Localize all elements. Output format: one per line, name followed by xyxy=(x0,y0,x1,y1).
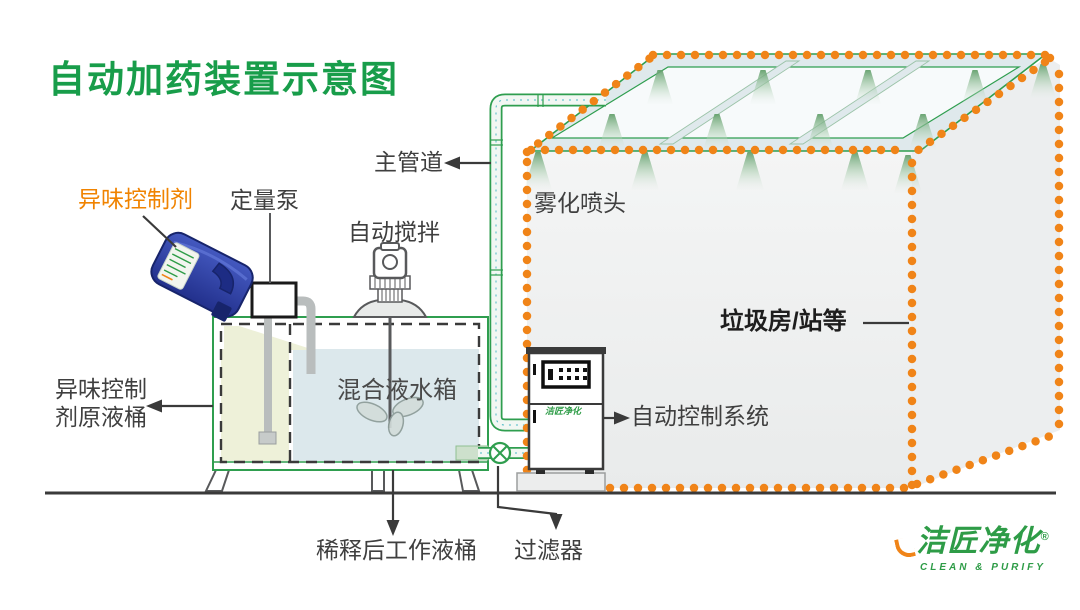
jug-cap xyxy=(211,301,232,322)
propeller-icon xyxy=(356,396,424,437)
label-raw-line1: 异味控制 xyxy=(55,376,147,402)
cabinet-handle xyxy=(533,410,536,423)
spray-nozzle-icon xyxy=(631,152,659,190)
spray-nozzles xyxy=(524,64,1056,193)
room-side-face xyxy=(912,57,1060,488)
label-filter: 过滤器 xyxy=(514,537,583,563)
cabinet-handle xyxy=(533,364,536,375)
label-raw-liquid-barrel: 异味控制 剂原液桶 xyxy=(55,375,147,431)
label-auto-stirring: 自动搅拌 xyxy=(348,219,440,245)
registered-mark: ® xyxy=(1040,531,1050,543)
tank-leg xyxy=(204,469,231,492)
cabinet-brand-text: 洁匠净化 xyxy=(545,406,582,416)
spray-nozzle-icon xyxy=(806,114,834,150)
main-riser-pipe xyxy=(489,93,606,432)
jug-leader-line xyxy=(142,215,177,248)
raw-liquid xyxy=(221,349,289,461)
label-main-pipeline: 主管道 xyxy=(374,149,443,175)
spray-nozzle-icon xyxy=(1030,64,1056,98)
label-diluted-working-barrel: 稀释后工作液桶 xyxy=(316,537,477,563)
logo-swash-icon xyxy=(894,536,916,560)
control-cabinet xyxy=(516,347,606,492)
label-metering-pump: 定量泵 xyxy=(230,187,299,213)
tank-leg xyxy=(371,469,385,492)
brand-logo: 洁匠净化® CLEAN & PURIFY xyxy=(894,516,1068,573)
page-title: 自动加药装置示意图 xyxy=(48,59,399,100)
label-garbage-room: 垃圾房/站等 xyxy=(720,308,847,335)
discharge-tube xyxy=(294,296,316,374)
leader-arrows xyxy=(142,156,909,536)
spray-nozzle-icon xyxy=(598,114,626,150)
label-auto-control-system: 自动控制系统 xyxy=(631,403,769,429)
spray-nozzle-icon xyxy=(855,70,881,104)
spray-nozzle-icon xyxy=(894,155,922,193)
label-atomizing-nozzle: 雾化喷头 xyxy=(534,190,626,216)
spray-nozzle-icon xyxy=(524,152,552,190)
spray-nozzle-icon xyxy=(703,114,731,150)
room-box xyxy=(527,57,1060,488)
brand-logo-tagline: CLEAN & PURIFY xyxy=(920,562,1046,573)
metering-pump xyxy=(250,213,316,445)
spray-nozzle-icon xyxy=(736,152,764,190)
spray-nozzle-icon xyxy=(647,70,673,104)
suction-tube xyxy=(264,317,272,433)
room-front-face xyxy=(527,150,912,488)
spray-nozzle-icon xyxy=(750,70,776,104)
spray-nozzle-icon xyxy=(841,152,869,190)
orange-dotted-outline xyxy=(522,50,1065,493)
brand-logo-name: 洁匠净化® xyxy=(894,516,1068,560)
jug-handle xyxy=(211,262,234,295)
label-odor-control-agent: 异味控制剂 xyxy=(78,186,193,212)
suction-foot xyxy=(258,431,277,445)
tank-inner-liner xyxy=(219,322,481,464)
stirrer-motor xyxy=(352,242,428,437)
pump-body xyxy=(250,281,298,319)
cabinet-pedestal xyxy=(516,472,606,492)
label-mixed-liquid-tank: 混合液水箱 xyxy=(337,377,457,404)
chemical-jug xyxy=(150,231,254,322)
mixed-liquid xyxy=(293,349,479,461)
label-raw-line2: 剂原液桶 xyxy=(55,404,147,430)
spray-nozzle-icon xyxy=(962,70,988,104)
tank-leg xyxy=(457,469,481,492)
